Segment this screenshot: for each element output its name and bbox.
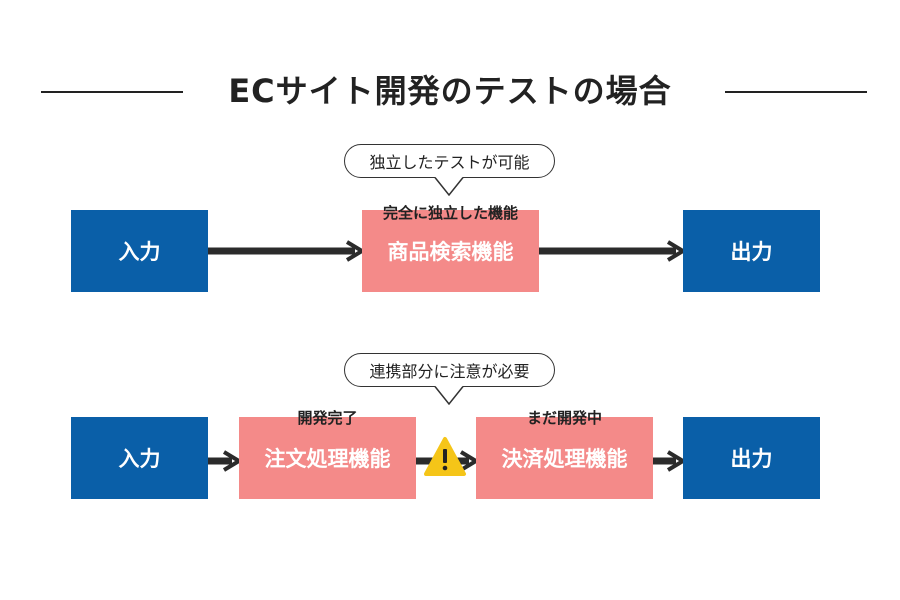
bubble-row2-text: 連携部分に注意が必要 xyxy=(369,362,530,381)
order-processing-label: 注文処理機能 xyxy=(264,447,391,471)
arrow-row2-input-to-left xyxy=(208,450,243,472)
title-rule-left xyxy=(41,91,183,93)
output-box-row1-label: 出力 xyxy=(730,240,773,264)
right-caption-row2: まだ開発中 xyxy=(526,409,602,427)
middle-caption-row1: 完全に独立した機能 xyxy=(382,204,518,222)
output-box-row2: 出力 xyxy=(683,417,820,499)
left-caption-row2: 開発完了 xyxy=(297,409,358,427)
input-box-row1-label: 入力 xyxy=(118,240,161,264)
title-rule-right xyxy=(725,91,867,93)
input-box-row2-label: 入力 xyxy=(118,447,161,471)
arrow-row1-middle-to-output xyxy=(539,240,687,262)
payment-processing-box: 決済処理機能 xyxy=(476,417,653,499)
speech-bubble-row1: 独立したテストが可能 xyxy=(344,144,555,178)
output-box-row2-label: 出力 xyxy=(730,447,773,471)
input-box-row1: 入力 xyxy=(71,210,208,292)
bubble-tail-row1 xyxy=(434,177,464,196)
warning-icon xyxy=(424,437,466,476)
payment-processing-label: 決済処理機能 xyxy=(501,447,628,471)
arrow-row1-input-to-middle xyxy=(208,240,366,262)
product-search-box: 商品検索機能 xyxy=(362,210,539,292)
order-processing-box: 注文処理機能 xyxy=(239,417,416,499)
page-title: ECサイト開発のテストの場合 xyxy=(228,72,672,110)
bubble-tail-row2 xyxy=(434,386,464,405)
arrow-row2-right-to-output xyxy=(653,450,687,472)
bubble-row1-text: 独立したテストが可能 xyxy=(369,153,530,172)
output-box-row1: 出力 xyxy=(683,210,820,292)
speech-bubble-row2: 連携部分に注意が必要 xyxy=(344,353,555,387)
product-search-label: 商品検索機能 xyxy=(387,240,514,264)
input-box-row2: 入力 xyxy=(71,417,208,499)
